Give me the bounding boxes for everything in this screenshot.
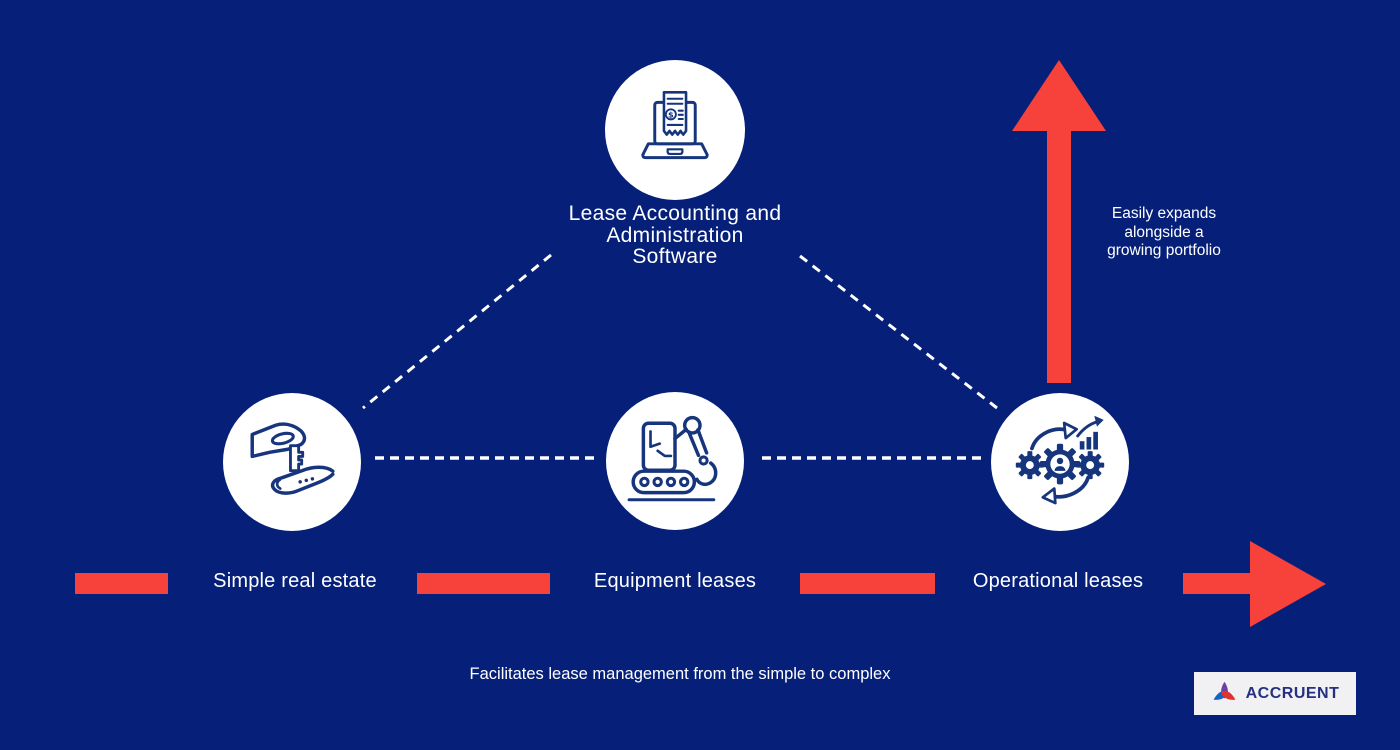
laptop-receipt-icon: $ (641, 90, 709, 160)
node-circle-software: $ (605, 60, 745, 200)
progress-bar-3 (800, 573, 935, 594)
node-circle-equipment (606, 392, 744, 530)
real-estate-label: Simple real estate (213, 570, 377, 592)
dashed-connector-top-left (362, 253, 552, 410)
growth-annotation: Easily expands alongside a growing portf… (1064, 205, 1264, 261)
equipment-label: Equipment leases (593, 570, 757, 592)
accruent-logo-text: ACCRUENT (1245, 684, 1340, 702)
dollar-glyph: $ (668, 110, 674, 120)
accruent-logo: ACCRUENT (1194, 672, 1356, 715)
node-circle-operational (991, 393, 1129, 531)
operational-label: Operational leases (972, 570, 1144, 592)
bottom-caption: Facilitates lease management from the si… (469, 665, 891, 683)
growth-annotation-line3: growing portfolio (1107, 242, 1221, 259)
accruent-logo-mark-icon (1213, 681, 1236, 700)
right-arrow (1183, 541, 1326, 627)
progress-bar-2 (417, 573, 550, 594)
software-label-line2: Administration (606, 223, 744, 247)
node-circle-real-estate (223, 393, 361, 531)
equipment-robot-icon (627, 415, 718, 502)
growth-annotation-line1: Easily expands (1111, 205, 1217, 222)
hand-key-icon (250, 422, 335, 495)
progress-bar-1 (75, 573, 168, 594)
software-label-line3: Software (632, 245, 718, 268)
software-label-line1: Lease Accounting and (568, 202, 782, 225)
growth-annotation-line2: alongside a (1124, 223, 1204, 241)
gears-person-icon (1015, 415, 1105, 505)
software-node-label: Lease Accounting and Administration Soft… (505, 203, 845, 268)
dashed-connector-top-right (799, 254, 998, 410)
